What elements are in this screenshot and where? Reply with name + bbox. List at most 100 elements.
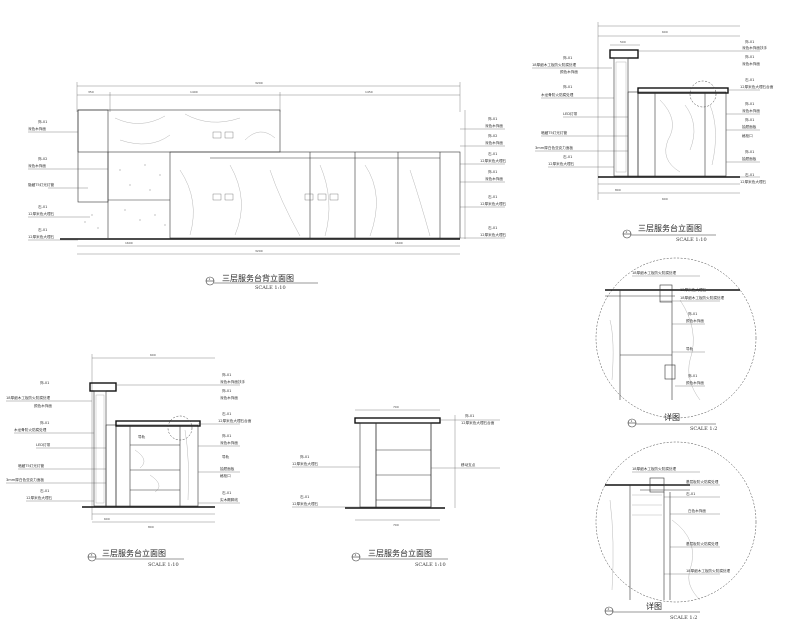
label: 石-01: [488, 195, 497, 199]
label: 18厚细木工板防火防腐处理: [632, 270, 677, 275]
label: 饰-01: [745, 54, 754, 59]
label: 石-01: [300, 495, 309, 499]
label: 饰-01: [745, 101, 754, 106]
label: 石-01: [40, 489, 49, 493]
detail-1-scale: SCALE 1:2: [690, 426, 717, 432]
label: 实木踢脚线: [220, 497, 238, 502]
elevation-d-right-labels: 饰-01 12厚米色大理石台面 移动支点: [431, 413, 500, 508]
dim-top-b: 1400: [190, 90, 198, 94]
label: 石-01: [38, 205, 47, 209]
label: 石-01: [563, 155, 572, 159]
label: 饰-01: [222, 388, 231, 393]
label: 饰-01: [745, 149, 754, 154]
dim: 700: [393, 523, 399, 527]
label: 饰-01: [488, 169, 497, 174]
elevation-b-left-labels: 饰-01 18厚细木工板防火防腐处理 颜色木饰面 饰-01 木龙骨防火防腐处理 …: [532, 55, 628, 168]
label: 石-01: [745, 78, 754, 82]
label: 18厚细木工板防火防腐处理: [680, 295, 725, 300]
dim-bottom-total: 3200: [255, 249, 263, 253]
label: 基层板防火防腐处理: [686, 479, 719, 484]
label: 导轨: [686, 346, 694, 351]
label: 石-01: [488, 152, 497, 156]
label: 抽屉面板: [742, 124, 757, 129]
label: 深色木饰面: [742, 108, 760, 113]
label: 12厚米色大理石台面: [461, 420, 495, 425]
title-number: 1: [631, 419, 633, 423]
back-elevation-left-labels: 饰-01 深色木饰面 饰-02 深色木饰面 隐藏T5灯光灯管 石-01 12厚米…: [28, 119, 108, 241]
label: 深色木饰面: [485, 123, 503, 128]
label: 饰-01: [38, 119, 47, 124]
dim: 600: [104, 517, 110, 521]
dim: 500: [620, 40, 626, 44]
label: 饰-01: [488, 116, 497, 121]
label: 12厚米色大理石: [292, 501, 319, 506]
elevation-c-scale: SCALE 1:10: [148, 562, 179, 568]
elevation-c-left-labels: 饰-01 18厚细木工板防火防腐处理 颜色木饰面 饰-01 木龙骨防火防腐处理 …: [6, 380, 106, 502]
label: 石-01: [222, 412, 231, 416]
label: 隐藏T5灯光灯管: [28, 182, 54, 187]
title-number: 3: [91, 553, 93, 557]
label: 石-01: [745, 173, 754, 177]
title-number: 1: [209, 277, 211, 281]
label: 18厚细木工板防火防腐处理: [532, 62, 577, 67]
dim: 700: [393, 405, 399, 409]
label: 12厚米色大理石: [26, 495, 53, 500]
label: LED灯带: [563, 111, 578, 116]
dim: 800: [148, 525, 154, 529]
label: 石-01: [222, 491, 231, 495]
label: 颜色木饰面: [560, 69, 578, 74]
label: 饰-01: [563, 84, 572, 89]
label: 木龙骨防火防腐处理: [14, 427, 47, 432]
label: 饰-01: [40, 380, 49, 385]
elevation-c-right-labels: 饰-01 深色木饰面扶手 饰-01 深色木饰面 石-01 12厚米色大理石台面 …: [116, 372, 252, 504]
label: 深色木饰面: [742, 61, 760, 66]
label: 12厚米色大理石: [680, 287, 707, 292]
detail-2-labels: 18厚细木工板防火防腐处理 基层板防火防腐处理 石-01 白色木饰面 基层板防火…: [632, 466, 731, 575]
title-number: 2: [626, 230, 628, 234]
label: 暗藏T5灯光灯管: [18, 463, 44, 468]
label: 抽屉面板: [742, 156, 757, 161]
label: 饰-01: [40, 420, 49, 425]
label: 12厚米色大理石: [740, 179, 767, 184]
detail-1-labels: 18厚细木工板防火防腐处理 12厚米色大理石 18厚细木工板防火防腐处理 饰-0…: [632, 270, 725, 387]
label: 深色木饰面: [28, 163, 46, 168]
label: 12厚米色大理石: [480, 201, 507, 206]
title-number: 2: [608, 607, 610, 611]
label: 12厚米色大理石: [28, 234, 55, 239]
dim-top-c: 1450: [365, 90, 373, 94]
detail-1-title: 详图: [664, 412, 680, 422]
label: 饰-01: [745, 117, 754, 122]
label: 饰-02: [488, 133, 497, 138]
label: 18厚细木工板防火防腐处理: [632, 466, 677, 471]
label: 饰-01: [222, 433, 231, 438]
dim: 800: [615, 188, 621, 192]
label: 12厚米色大理石: [292, 461, 319, 466]
back-elevation-right-labels: 饰-01 深色木饰面 饰-02 深色木饰面 石-01 12厚米色大理石 饰-01…: [460, 110, 507, 239]
label: 18厚细木工板防火防腐处理: [6, 395, 51, 400]
elevation-b-scale: SCALE 1:10: [676, 237, 707, 243]
elevation-d-left-labels: 饰-01 12厚米色大理石 石-01 12厚米色大理石: [292, 454, 360, 508]
label: 12厚米色大理石: [28, 211, 55, 216]
dim-top-a: 350: [88, 90, 94, 94]
label: 格柜口: [220, 473, 231, 478]
label: 3mm厚白色亚克力面板: [535, 145, 573, 150]
dim-top-total: 3200: [255, 81, 263, 85]
inner-label-guide-rail: 导轨: [138, 434, 146, 439]
title-number: 4: [355, 553, 357, 557]
dim: 600: [662, 30, 668, 34]
back-elevation-drawing: 3200 350 1400 1450 3200: [28, 81, 507, 291]
label: LED灯带: [36, 442, 51, 447]
label: 颜色木饰面: [686, 380, 704, 385]
elevation-b-right-labels: 饰-01 深色木饰面扶手 饰-01 深色木饰面 石-01 12厚米色大理石台面 …: [638, 39, 774, 184]
label: 颜色木饰面: [34, 403, 52, 408]
label: 石-01: [38, 228, 47, 232]
label: 饰-01: [688, 311, 697, 316]
label: 12厚米色大理石: [480, 232, 507, 237]
label: 饰-01: [688, 373, 697, 378]
elevation-c-title: 三层服务台立面图: [102, 548, 166, 558]
label: 饰-01: [563, 55, 572, 60]
back-elevation-title: 三层服务台背立面图: [222, 273, 294, 283]
label: 3mm厚白色亚克力面板: [6, 477, 44, 482]
label: 抽屉面板: [220, 466, 235, 471]
label: 12厚米色大理石: [548, 161, 575, 166]
